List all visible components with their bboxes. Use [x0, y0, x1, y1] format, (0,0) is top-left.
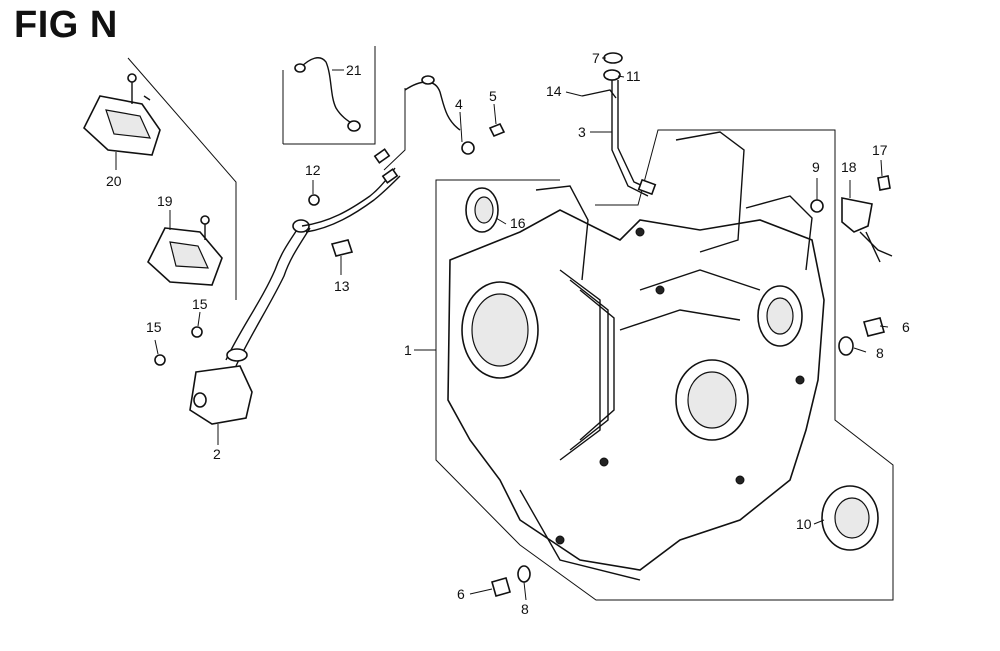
callout-14: 14: [546, 83, 562, 99]
wire-harness: [301, 75, 461, 233]
crankcase-part-1: [447, 131, 825, 581]
callout-10: 10: [796, 516, 812, 532]
callout-9: 9: [812, 159, 820, 175]
callout-20: 20: [106, 173, 122, 189]
engine-mount-20: [83, 73, 161, 156]
callout-5: 5: [489, 88, 497, 104]
callout-16: 16: [510, 215, 526, 231]
callout-8-right: 8: [876, 345, 884, 361]
callout-17: 17: [872, 142, 888, 158]
callout-13: 13: [334, 278, 350, 294]
cover-part-2: [189, 219, 311, 425]
figure-title: FIG N: [14, 4, 118, 46]
callout-labels: 1 2 3 4 5 6 6 7 8 8 9 10 11 12 13 14 15 …: [106, 50, 910, 617]
callout-15-upper: 15: [192, 296, 208, 312]
callout-12: 12: [305, 162, 321, 178]
callout-8-bottom: 8: [521, 601, 529, 617]
callout-4: 4: [455, 96, 463, 112]
engine-mount-19: [147, 215, 223, 286]
rod-part-3: [611, 80, 657, 197]
leader-lines: [115, 57, 889, 601]
oil-seal-16: [465, 187, 499, 233]
callout-15-lower: 15: [146, 319, 162, 335]
callout-7: 7: [592, 50, 600, 66]
callout-19: 19: [157, 193, 173, 209]
oil-seal-10: [821, 485, 879, 551]
callout-11: 11: [626, 68, 641, 84]
callout-6-bottom: 6: [457, 586, 465, 602]
callout-18: 18: [841, 159, 857, 175]
sensor-wire-21: [294, 57, 361, 132]
callout-3: 3: [578, 124, 586, 140]
callout-6-right: 6: [902, 319, 910, 335]
callout-21: 21: [346, 62, 362, 78]
callout-2: 2: [213, 446, 221, 462]
group-bracket-lines: [127, 46, 894, 601]
small-hardware: [154, 52, 893, 597]
callout-1: 1: [404, 342, 412, 358]
